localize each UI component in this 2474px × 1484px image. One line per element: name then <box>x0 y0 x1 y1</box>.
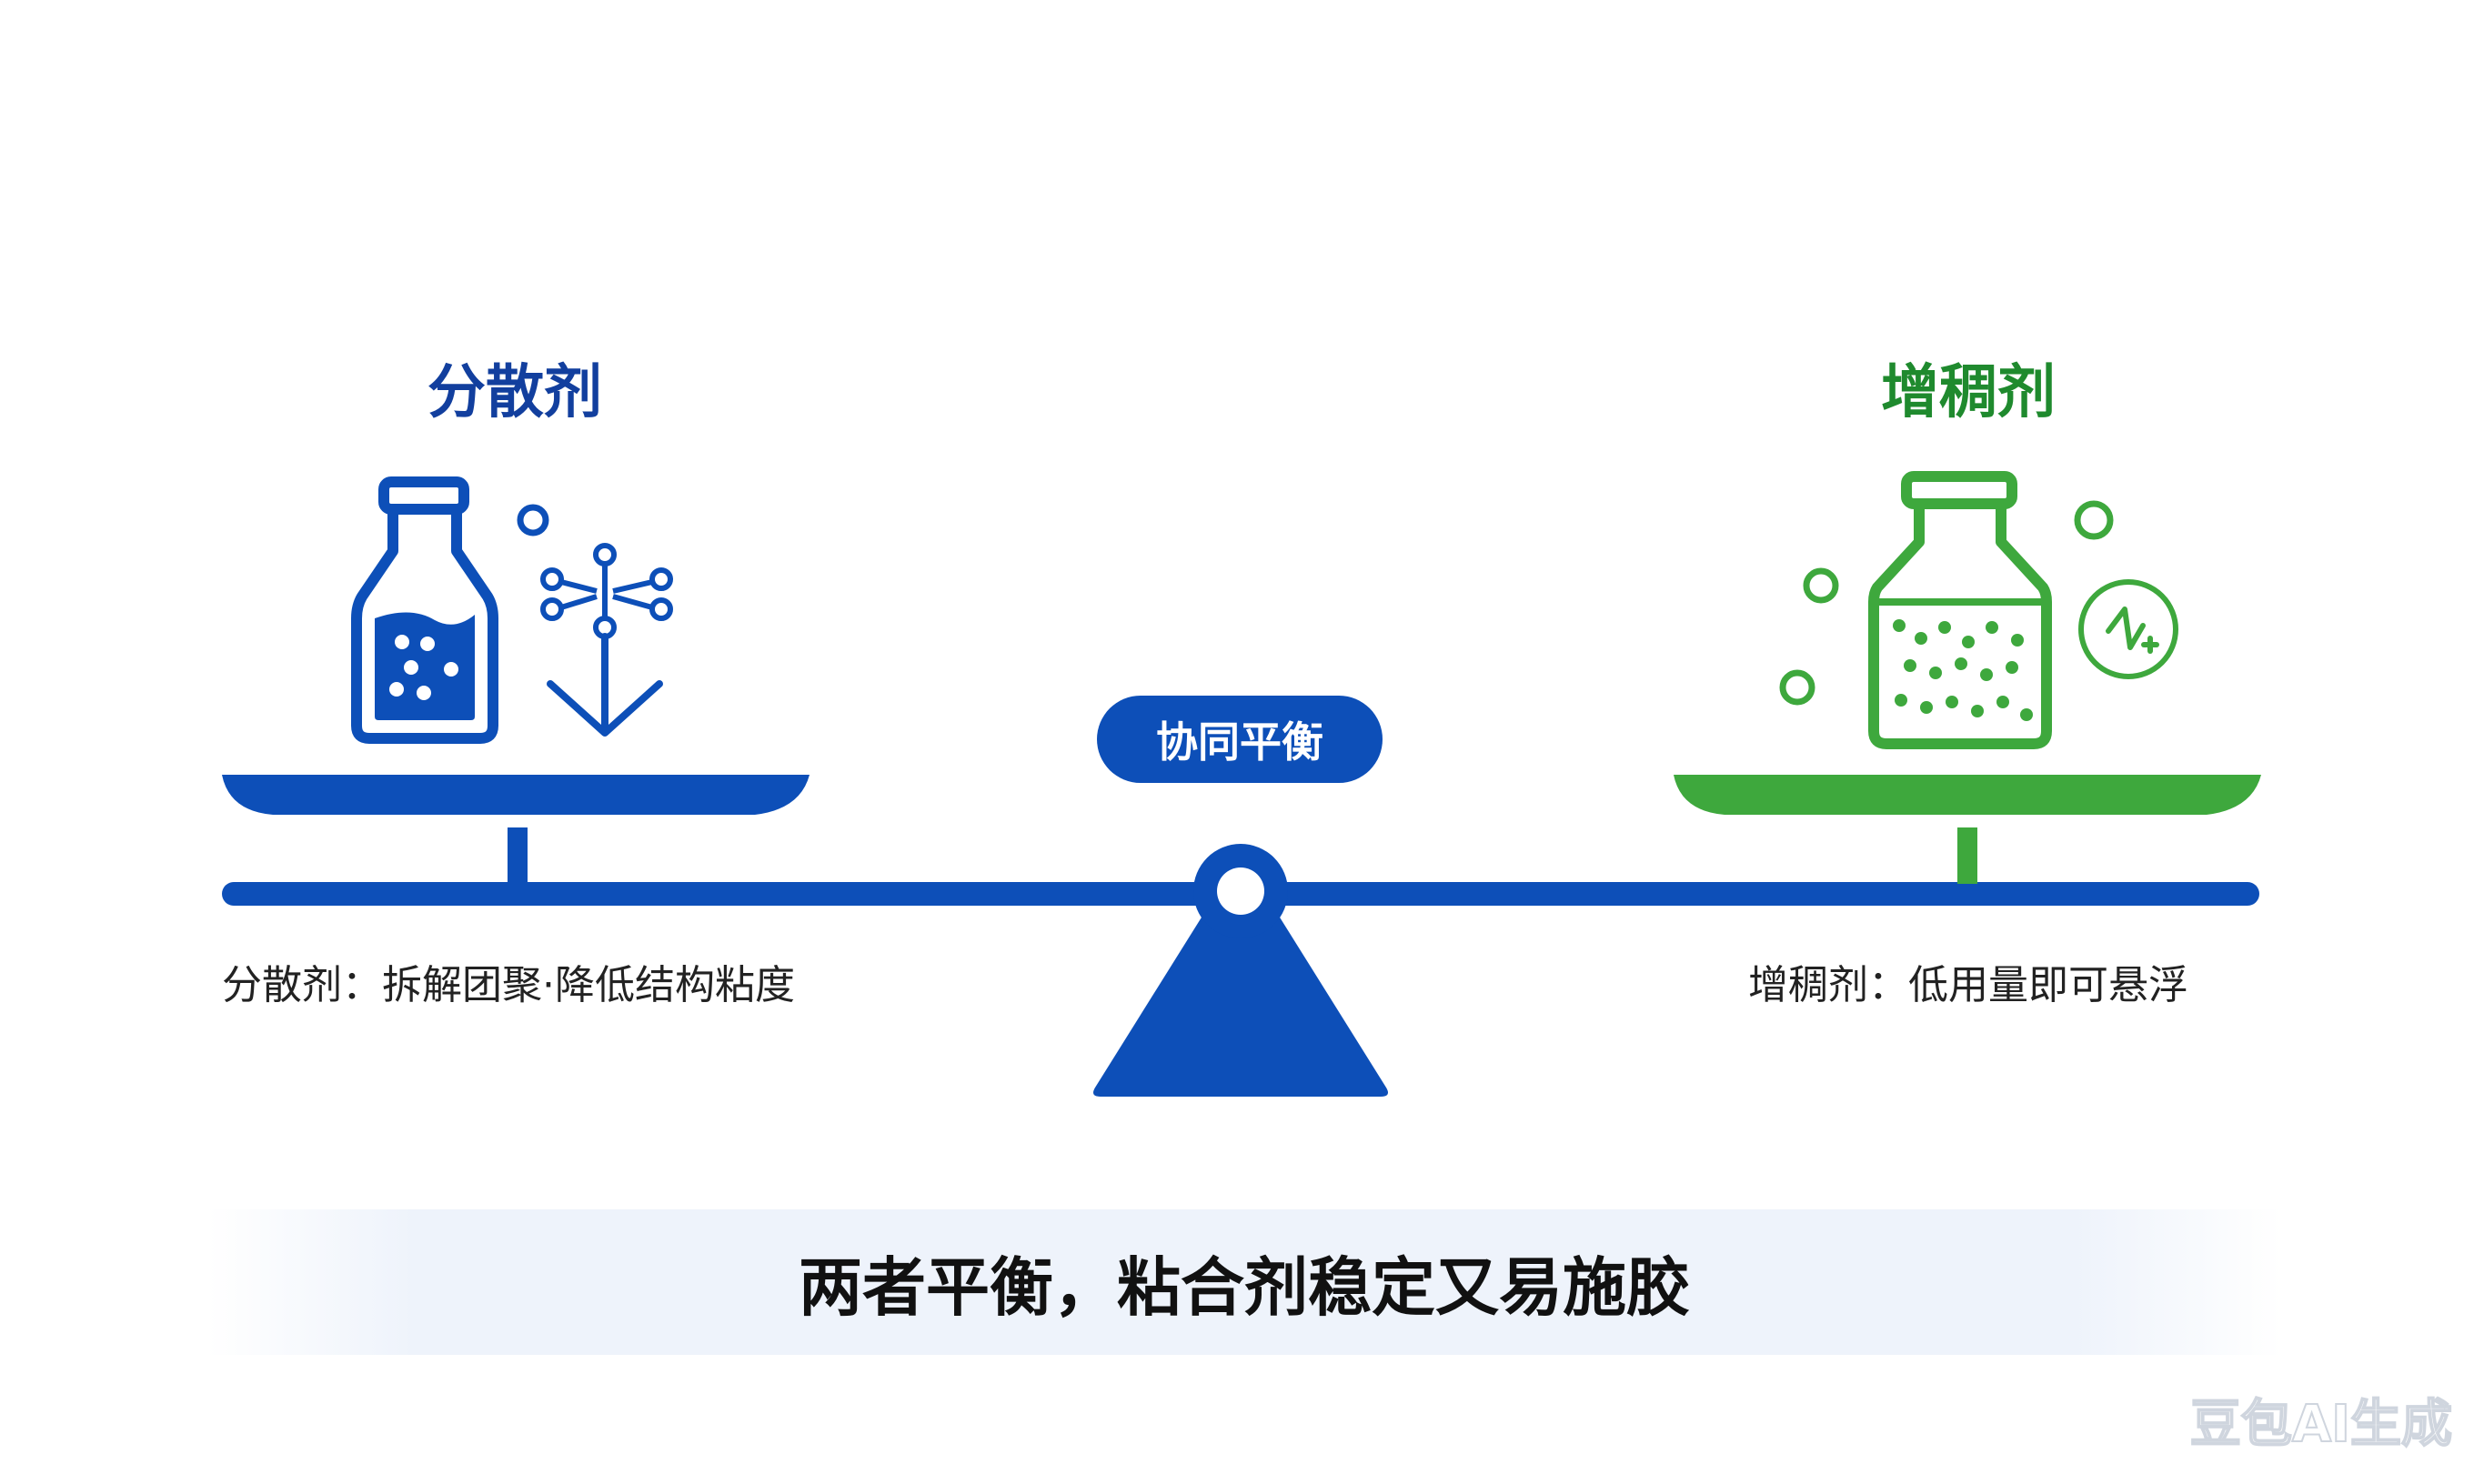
dispersant-caption: 分散剂：拆解团聚·降低结构粘度 <box>222 962 795 1008</box>
right-pan <box>1674 775 2261 815</box>
left-pan-stem <box>508 827 528 884</box>
watermark-text: 豆包AI生成 <box>2189 1394 2453 1455</box>
molecule-icon <box>540 543 673 639</box>
right-pan-stem <box>1957 827 1977 884</box>
summary-banner: 两者平衡，粘合剂稳定又易施胶 <box>207 1209 2281 1355</box>
pulse-icon <box>2078 579 2178 679</box>
arrow-down-icon <box>547 633 663 737</box>
bubble-icon <box>2074 500 2114 540</box>
dispersant-title: 分散剂 <box>427 359 602 426</box>
left-pan <box>222 775 810 815</box>
bubble-icon <box>1803 567 1839 604</box>
bottle-icon <box>351 476 498 744</box>
bottle-icon <box>1868 471 2052 749</box>
thickener-caption: 增稠剂：低用量即可悬浮 <box>1748 962 2188 1008</box>
fulcrum-icon <box>1093 844 1388 1097</box>
bubble-icon <box>1779 669 1815 706</box>
bubble-icon <box>517 504 549 536</box>
synergy-balance-badge: 协同平衡 <box>1097 696 1383 783</box>
thickener-title: 增稠剂 <box>1881 359 2056 426</box>
summary-text: 两者平衡，粘合剂稳定又易施胶 <box>799 1249 1690 1325</box>
